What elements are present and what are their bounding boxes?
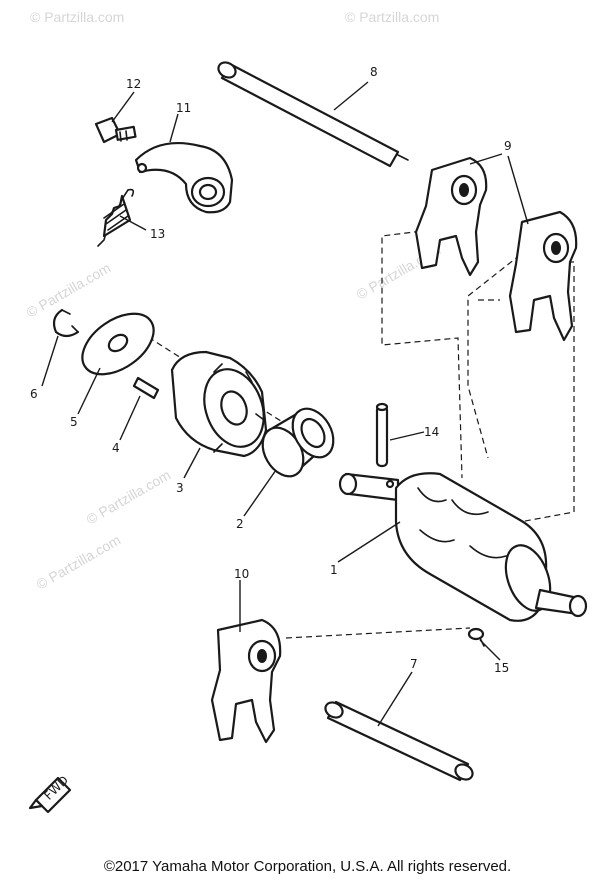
callout-9: 9 [504, 139, 512, 153]
callout-11: 11 [176, 101, 191, 115]
segment-cam-3 [170, 350, 268, 458]
dowel-pin-14 [375, 402, 389, 468]
bolt-12 [94, 116, 137, 144]
callout-12: 12 [126, 77, 141, 91]
screw-15 [467, 627, 485, 647]
circlip-6 [52, 308, 80, 338]
callout-1: 1 [330, 563, 338, 577]
callout-6: 6 [30, 387, 38, 401]
callout-5: 5 [70, 415, 78, 429]
watermark: © Partzilla.com [30, 9, 124, 25]
watermark: © Partzilla.com [345, 9, 439, 25]
callout-7: 7 [410, 657, 418, 671]
shift-cam-1 [338, 472, 588, 622]
callout-8: 8 [370, 65, 378, 79]
callout-3: 3 [176, 481, 184, 495]
shift-fork-9-upper [414, 156, 488, 277]
dowel-pin-4 [132, 376, 160, 400]
shift-fork-9-lower [508, 210, 578, 342]
callout-leaders [41, 81, 529, 727]
washer-5 [81, 312, 155, 376]
callout-2: 2 [236, 517, 244, 531]
bearing-2 [261, 407, 335, 478]
watermark: © Partzilla.com [34, 532, 124, 593]
callout-13: 13 [150, 227, 165, 241]
stopper-lever-11 [134, 142, 234, 214]
callout-14: 14 [424, 425, 439, 439]
watermark: © Partzilla.com [84, 467, 174, 528]
spring-13 [97, 188, 135, 247]
shift-fork-guide-bar-7 [324, 700, 474, 782]
callout-10: 10 [234, 567, 249, 581]
callout-4: 4 [112, 441, 120, 455]
shift-fork-guide-bar-8 [217, 61, 409, 168]
callout-15: 15 [494, 661, 509, 675]
shift-fork-10 [210, 618, 282, 744]
forward-direction-indicator: FWD [28, 773, 71, 814]
copyright-notice: ©2017 Yamaha Motor Corporation, U.S.A. A… [103, 858, 512, 875]
watermark-partzilla: © Partzilla.com [24, 260, 114, 321]
